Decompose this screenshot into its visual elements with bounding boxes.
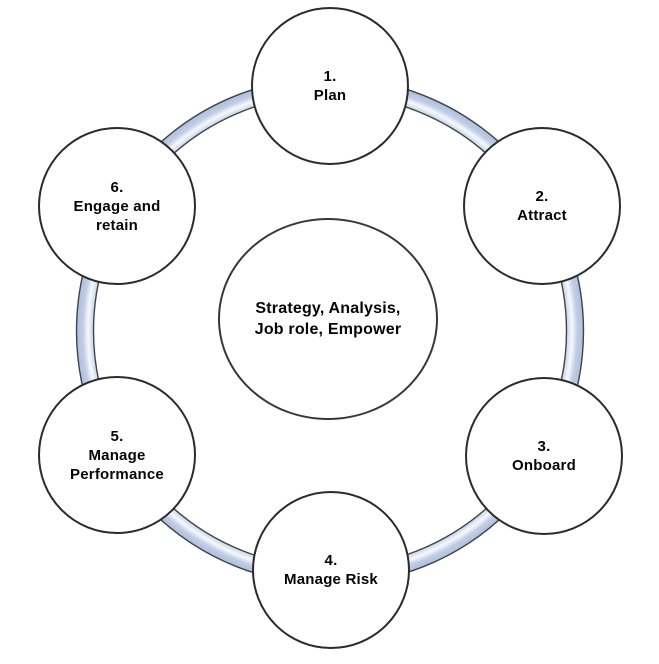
node-attract-label: 2. Attract <box>517 188 567 224</box>
node-onboard: 3. Onboard <box>465 377 623 535</box>
node-manage-risk-label: 4. Manage Risk <box>284 552 378 588</box>
node-attract: 2. Attract <box>463 127 621 285</box>
node-manage-performance: 5. Manage Performance <box>38 376 196 534</box>
node-plan-label: 1. Plan <box>313 68 347 104</box>
node-onboard-label: 3. Onboard <box>512 438 576 474</box>
node-manage-performance-label: 5. Manage Performance <box>70 427 164 483</box>
center-circle-label: Strategy, Analysis, Job role, Empower <box>254 300 402 338</box>
node-engage-retain-label: 6. Engage and retain <box>73 178 161 234</box>
node-engage-retain: 6. Engage and retain <box>38 127 196 285</box>
node-manage-risk: 4. Manage Risk <box>252 491 410 649</box>
center-circle: Strategy, Analysis, Job role, Empower <box>218 218 438 420</box>
node-plan: 1. Plan <box>251 7 409 165</box>
